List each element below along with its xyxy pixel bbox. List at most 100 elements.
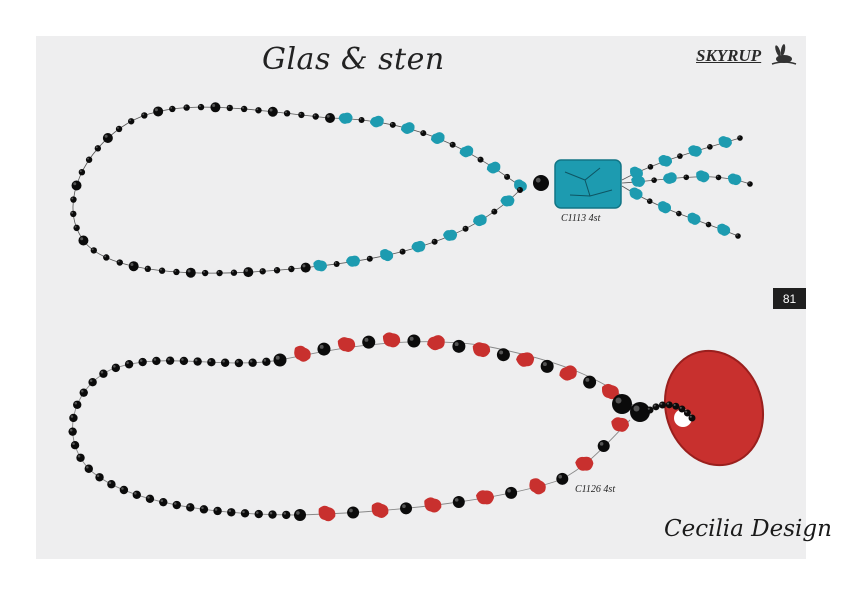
bead-shine [72,442,75,445]
bead-shine [87,157,89,160]
bead-shine [174,269,177,272]
bead-shine [738,136,740,138]
bead-shine [390,122,393,125]
bead-shine [242,106,244,109]
bead-shine [319,344,324,349]
bead-shine [518,188,520,190]
black-bead [677,153,683,159]
black-bead [138,357,147,367]
stone-nugget [380,249,394,262]
black-bead [70,440,80,450]
bead-shine [222,360,225,363]
black-bead [262,357,271,366]
bead-shine [585,377,590,382]
stone-nugget [688,145,702,157]
bead-shine [212,104,216,108]
black-bead [283,110,291,117]
bead-shine [242,510,245,514]
stone-nugget [443,229,458,241]
bead-shine [736,234,738,236]
bead-shine [86,466,89,469]
black-bead [325,113,335,123]
bead-shine [302,264,306,268]
black-bead [226,104,233,112]
bead-shine [269,108,273,112]
black-bead [747,181,753,187]
black-bead [220,358,230,367]
black-bead [462,225,469,232]
bead-shine [113,365,116,368]
string [72,341,641,516]
bead-shine [208,359,212,362]
bead-shine [187,269,191,273]
bead-shine [71,197,74,200]
bead-shine [95,146,98,149]
black-bead [646,198,653,204]
black-bead [597,439,610,452]
black-bead [735,233,741,239]
bead-shine [231,270,234,273]
bead-shine [289,266,292,269]
bead-shine [117,260,120,263]
stone-nugget [473,214,487,227]
bead-shine [130,262,134,266]
bead-shine [660,402,663,405]
bead-shine [299,112,302,115]
bead-shine [147,496,150,499]
stone-nugget [601,383,619,400]
stone-nugget [382,332,401,348]
stone-nugget [630,166,643,179]
bead-shine [80,237,84,241]
black-bead [76,453,85,462]
black-bead [652,403,660,411]
bead-shine [96,474,100,478]
black-bead [169,105,176,113]
black-bead [69,413,78,423]
black-bead [362,335,376,349]
black-bead [658,401,666,409]
black-bead [179,356,189,366]
bead-shine [283,512,287,515]
bead-shine [249,359,253,363]
bead-shine [285,111,287,114]
stone-nugget [529,478,546,495]
pendant-rim [663,349,765,467]
bead-shine [505,174,507,177]
bead-shine [228,509,232,513]
black-bead [78,235,89,246]
bead-shine [685,410,688,413]
black-bead [255,107,262,114]
black-bead [400,502,413,515]
black-bead [556,472,569,485]
black-bead [183,104,190,111]
black-bead [540,359,554,373]
bead-shine [478,157,481,160]
stone-nugget [318,505,336,522]
black-bead [240,105,248,113]
bead-shine [450,142,453,145]
stone-nugget [427,335,445,351]
stone-nugget [486,161,501,174]
bead-shine [263,359,267,362]
black-bead [612,394,632,414]
black-bead [116,259,123,266]
black-bead [159,497,168,507]
black-bead [94,145,102,152]
bead-shine [154,108,158,112]
bead-shine [269,511,273,515]
bead-shine [296,511,300,515]
stone-nugget [611,417,629,432]
black-bead [230,269,238,276]
black-bead [533,175,549,191]
black-bead [240,509,250,518]
stone-nugget [500,195,515,207]
black-bead [491,208,498,215]
stone-nugget [459,145,474,158]
bead-shine [142,113,145,116]
black-bead [312,113,319,120]
black-bead [73,400,82,409]
black-bead [172,500,181,510]
bead-guide [73,360,300,515]
bead-shine [647,407,650,410]
bead-shine [334,262,337,264]
